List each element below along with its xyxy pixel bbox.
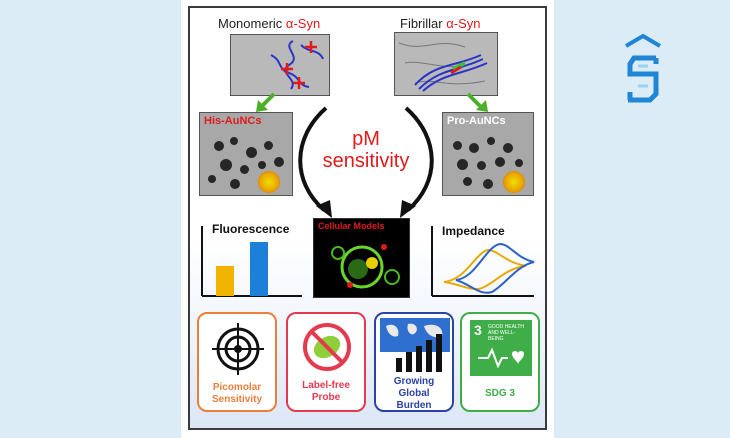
picomolar-sensitivity-card: Picomolar Sensitivity xyxy=(197,312,277,412)
label-free-probe-card: Label-free Probe xyxy=(286,312,366,412)
his-aunc-tem-image: His-AuNCs xyxy=(199,112,293,196)
picomolar-line2: Sensitivity xyxy=(211,394,263,405)
picomolar-line1: Picomolar xyxy=(212,382,262,393)
pro-aunc-label: Pro-AuNCs xyxy=(447,115,506,127)
pm-text-line1: pM xyxy=(352,128,380,150)
sdg3-caption: GOOD HEALTH AND WELL-BEING xyxy=(488,324,525,342)
fibrillar-title-red: α-Syn xyxy=(446,16,481,31)
fluorescence-bar-low xyxy=(216,266,234,296)
target-icon xyxy=(212,323,264,375)
monomer-strands-illustration xyxy=(270,40,324,90)
monomeric-title-text: Monomeric xyxy=(218,16,286,31)
monomeric-title-red: α-Syn xyxy=(285,16,321,31)
burden-line2: Global xyxy=(398,388,430,399)
sdg3-card: 3 GOOD HEALTH AND WELL-BEING SDG 3 xyxy=(460,312,540,412)
burden-line3: Burden xyxy=(396,400,432,411)
fibrillar-title-text: Fibrillar xyxy=(400,16,447,31)
fluorescence-bar-high xyxy=(250,242,268,296)
monomeric-title: Monomeric α-Syn xyxy=(218,16,320,31)
monomeric-micrograph xyxy=(230,34,330,96)
burden-label: Growing Global Burden xyxy=(376,376,452,412)
picomolar-label: Picomolar Sensitivity xyxy=(199,382,275,406)
pm-text-line2: sensitivity xyxy=(322,150,410,172)
cellular-models-image: Cellular Models xyxy=(313,218,410,298)
burden-line1: Growing xyxy=(393,376,435,387)
fluorescence-bar-chart xyxy=(201,226,302,297)
heartbeat-icon xyxy=(478,347,524,369)
fibrillar-title: Fibrillar α-Syn xyxy=(400,16,480,31)
fluorescence-label: Fluorescence xyxy=(212,222,290,236)
label-free-line1: Label-free xyxy=(302,380,350,391)
cellular-models-label: Cellular Models xyxy=(318,221,385,231)
label-free-label: Label-free Probe xyxy=(288,380,364,404)
label-free-line2: Probe xyxy=(311,392,341,403)
fibrillar-micrograph xyxy=(394,32,498,96)
gold-particle-icon xyxy=(258,171,280,193)
fibril-illustration xyxy=(398,42,488,92)
impedance-label: Impedance xyxy=(442,224,505,238)
pro-aunc-tem-image: Pro-AuNCs xyxy=(442,112,534,196)
sdg3-number: 3 xyxy=(474,322,482,338)
curved-arrows-icon xyxy=(298,106,434,218)
pm-sensitivity-text: pM sensitivity xyxy=(308,128,424,172)
s-logo-icon xyxy=(624,34,662,103)
arrow-down-right-icon xyxy=(466,92,488,112)
impedance-cv-chart xyxy=(431,226,535,297)
arrow-down-left-icon xyxy=(256,92,276,112)
his-aunc-label: His-AuNCs xyxy=(204,115,262,127)
gold-particle-icon xyxy=(503,171,525,193)
prohibited-sign-icon xyxy=(303,323,351,371)
sdg3-label: SDG 3 xyxy=(484,388,515,399)
world-map-bars-icon xyxy=(380,318,450,372)
growing-global-burden-card: Growing Global Burden xyxy=(374,312,454,412)
cell-fluorescence-illustration xyxy=(331,244,400,289)
sdg3-tile: 3 GOOD HEALTH AND WELL-BEING xyxy=(470,320,532,376)
